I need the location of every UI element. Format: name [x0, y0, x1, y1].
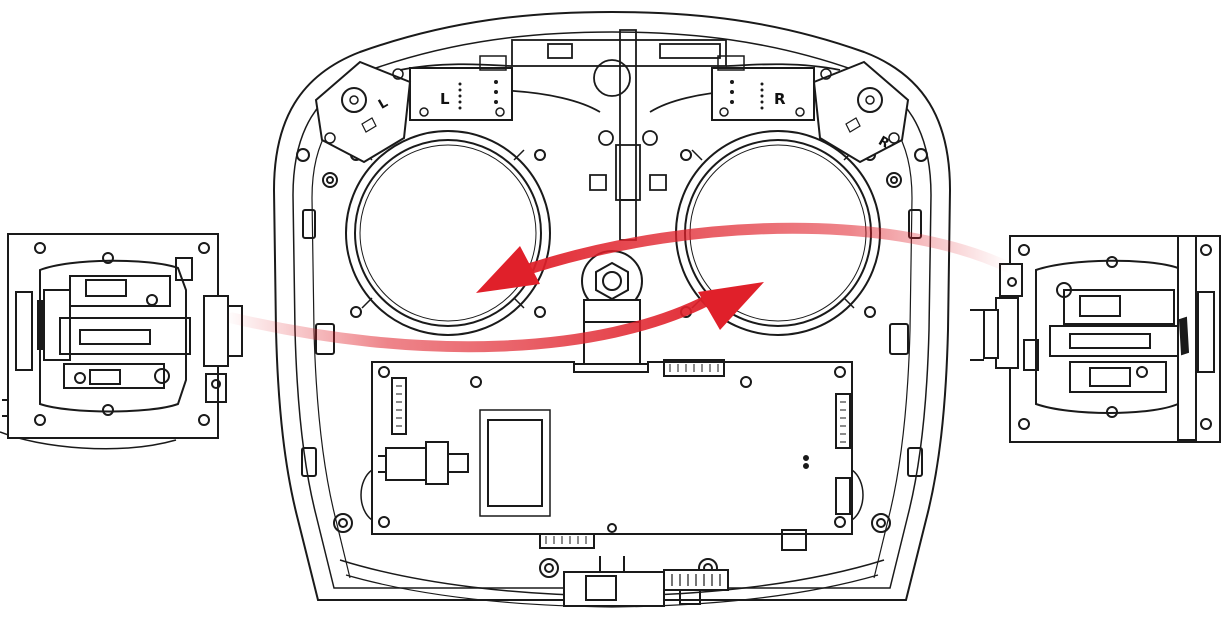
main-pcb	[360, 359, 864, 551]
right-gimbal-icon	[970, 235, 1221, 443]
right-bracket: R	[812, 60, 910, 164]
left-module-label: L	[440, 90, 450, 108]
bottom-connector	[563, 556, 729, 607]
swap-arrows-icon	[226, 222, 1016, 353]
right-switch-module: R	[711, 55, 815, 121]
arrow-right-to-left	[526, 222, 1016, 274]
top-frame	[399, 29, 841, 241]
inner-shell	[292, 31, 932, 589]
outer-shell	[272, 10, 952, 601]
arrow-head-right	[698, 282, 764, 330]
left-gimbal-opening	[345, 130, 551, 336]
left-gimbal-icon	[0, 233, 243, 450]
left-switch-module: L	[409, 55, 513, 121]
left-bracket: L	[314, 60, 412, 164]
arrow-head-left	[476, 246, 540, 293]
right-module-label: R	[774, 90, 786, 108]
arrow-left-to-right	[226, 294, 714, 353]
